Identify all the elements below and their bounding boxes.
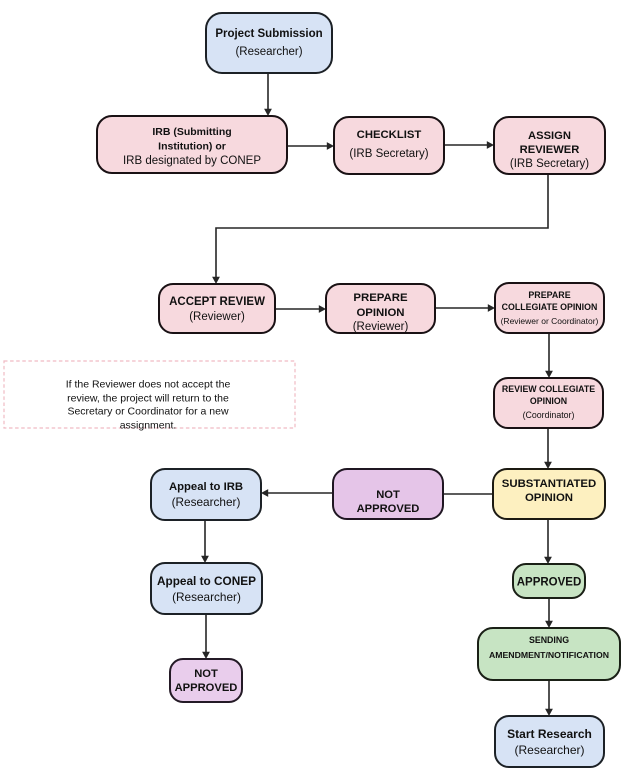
svg-text:AMENDMENT/NOTIFICATION: AMENDMENT/NOTIFICATION	[489, 650, 609, 660]
svg-text:(IRB Secretary): (IRB Secretary)	[510, 158, 589, 170]
svg-text:OPINION: OPINION	[525, 492, 573, 504]
svg-text:Project Submission: Project Submission	[215, 28, 322, 40]
svg-text:Secretary or Coordinator for a: Secretary or Coordinator for a new	[67, 406, 228, 418]
svg-text:PREPARE: PREPARE	[353, 292, 408, 304]
svg-text:ASSIGN: ASSIGN	[528, 130, 571, 142]
svg-text:NOT: NOT	[376, 489, 400, 501]
svg-text:(Researcher): (Researcher)	[172, 590, 241, 604]
svg-text:CHECKLIST: CHECKLIST	[357, 129, 422, 141]
svg-text:OPINION: OPINION	[530, 396, 567, 406]
svg-text:NOT: NOT	[194, 668, 218, 680]
svg-text:(Researcher): (Researcher)	[172, 495, 241, 509]
svg-text:APPROVED: APPROVED	[175, 682, 238, 694]
svg-text:SUBSTANTIATED: SUBSTANTIATED	[502, 478, 597, 490]
svg-text:(Researcher): (Researcher)	[514, 743, 584, 757]
svg-text:IRB (Submitting: IRB (Submitting	[152, 126, 231, 138]
svg-text:(IRB Secretary): (IRB Secretary)	[349, 148, 428, 160]
svg-text:REVIEWER: REVIEWER	[520, 144, 580, 156]
svg-text:APPROVED: APPROVED	[357, 503, 420, 515]
svg-text:Start Research: Start Research	[507, 727, 592, 741]
svg-text:Appeal to IRB: Appeal to IRB	[169, 481, 243, 493]
svg-text:(Reviewer or Coordinator): (Reviewer or Coordinator)	[501, 316, 599, 326]
svg-text:assignment.: assignment.	[120, 420, 177, 432]
svg-text:review, the project will retur: review, the project will return to the	[67, 393, 229, 405]
svg-text:(Reviewer): (Reviewer)	[189, 311, 245, 323]
svg-text:APPROVED: APPROVED	[517, 577, 582, 589]
svg-text:(Researcher): (Researcher)	[235, 46, 302, 58]
svg-text:(Coordinator): (Coordinator)	[523, 410, 575, 420]
svg-text:COLLEGIATE OPINION: COLLEGIATE OPINION	[502, 302, 598, 312]
svg-text:SENDING: SENDING	[529, 635, 569, 645]
svg-text:PREPARE: PREPARE	[528, 290, 570, 300]
svg-text:REVIEW COLLEGIATE: REVIEW COLLEGIATE	[502, 384, 595, 394]
svg-text:ACCEPT REVIEW: ACCEPT REVIEW	[169, 296, 265, 308]
svg-text:OPINION: OPINION	[356, 307, 404, 319]
svg-text:IRB designated by CONEP: IRB designated by CONEP	[123, 155, 261, 167]
svg-text:Appeal to CONEP: Appeal to CONEP	[157, 574, 256, 588]
svg-text:(Reviewer): (Reviewer)	[353, 321, 409, 333]
svg-text:Institution) or: Institution) or	[158, 141, 226, 153]
svg-text:If the Reviewer does not accep: If the Reviewer does not accept the	[66, 379, 231, 391]
